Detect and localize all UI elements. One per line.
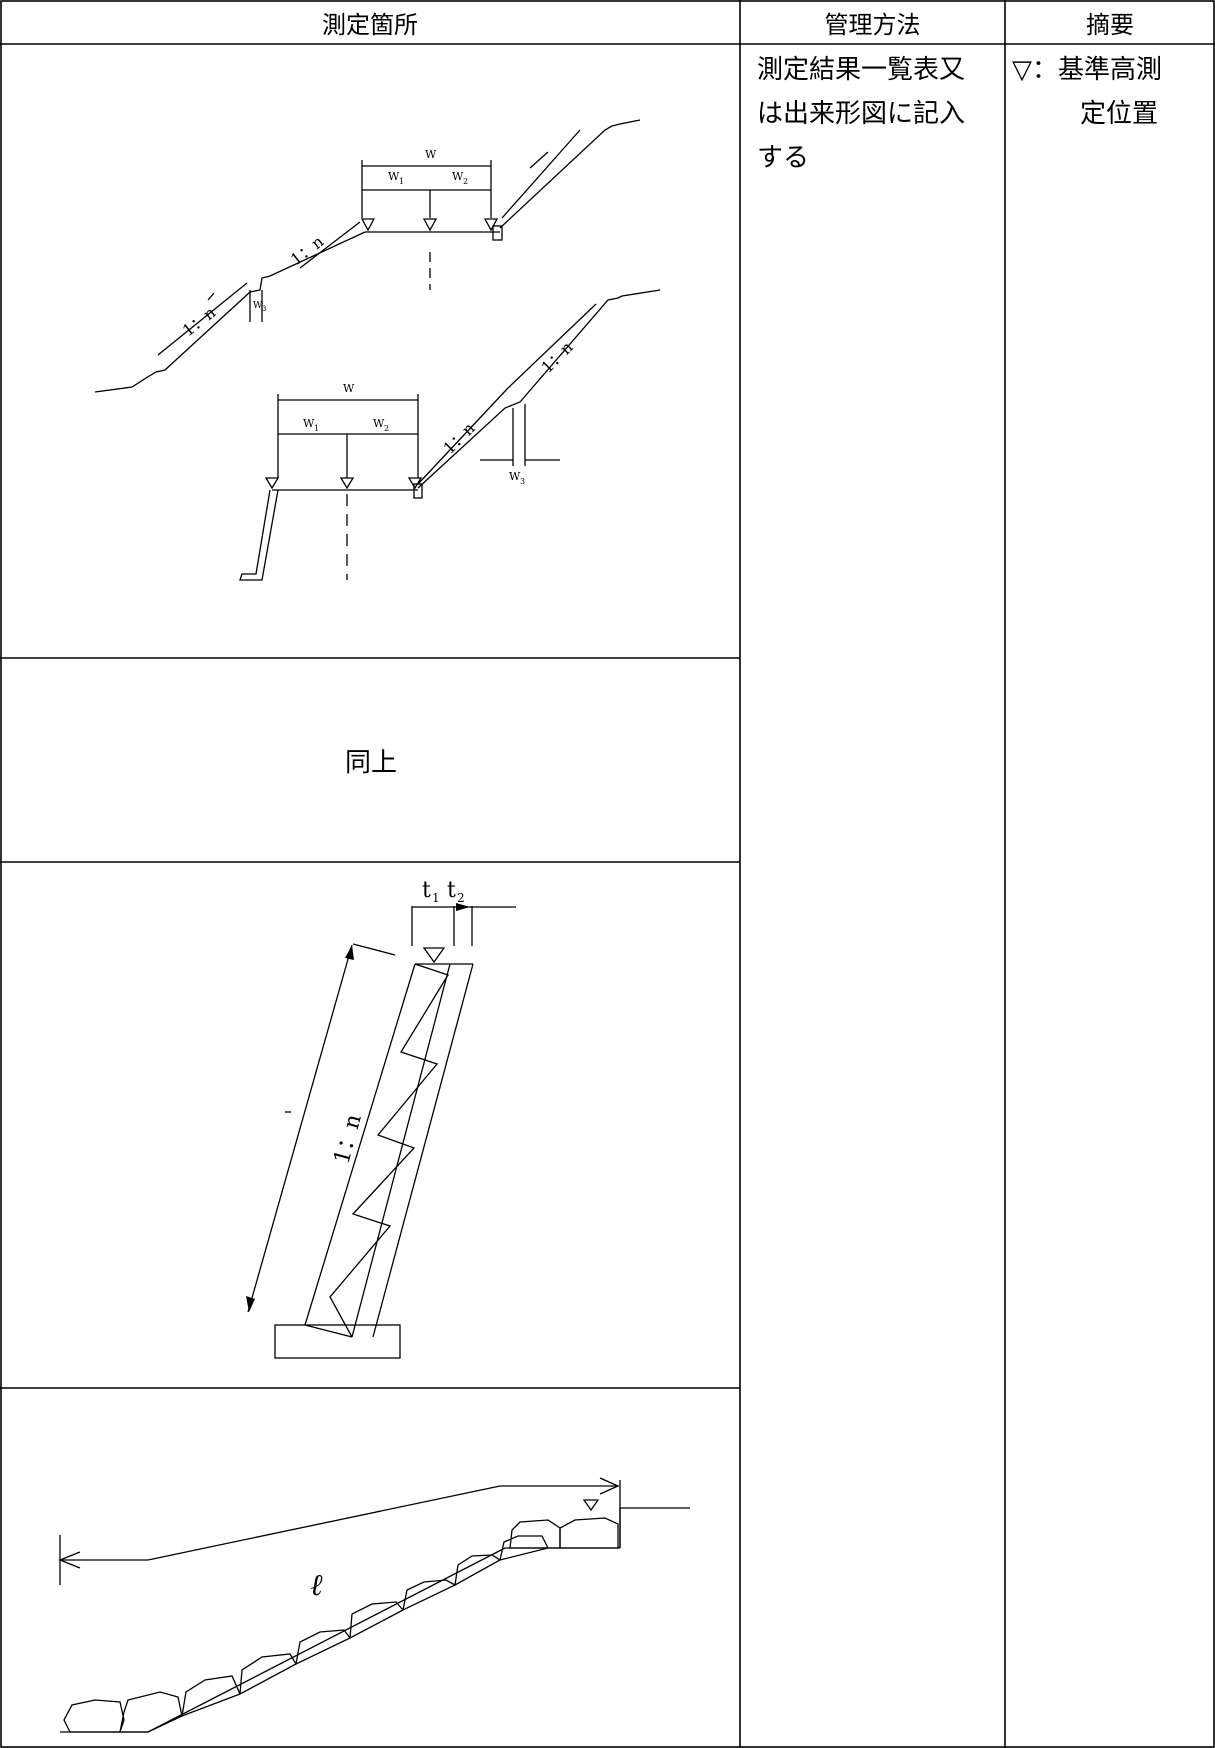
dim-w3: W: [253, 301, 263, 311]
dim-w1-sub: 1: [399, 177, 404, 186]
truss-zigzag: [329, 963, 449, 1338]
dim-w2: W: [452, 170, 464, 183]
retaining-wall: [239, 489, 279, 581]
footing: [274, 1324, 401, 1359]
level-mark-triangle: [360, 218, 376, 232]
dim-w3-sub: 3: [262, 305, 266, 313]
header-method: 管理方法: [824, 10, 921, 39]
header-location: 測定箇所: [322, 10, 418, 39]
dim-w2-sub: 2: [463, 177, 468, 186]
remarks-line: 定位置: [1080, 99, 1159, 129]
dim-w: W: [425, 148, 437, 161]
slope-label: 1：n: [287, 232, 327, 269]
dim-w1: W: [388, 170, 400, 183]
same-as-above-text: 同上: [345, 748, 398, 778]
dim-t2: t: [447, 878, 456, 903]
level-mark-triangle: [422, 947, 446, 964]
dim-w2: W: [373, 417, 385, 430]
dim-w2-sub: 2: [384, 424, 389, 433]
header-remarks: 摘要: [1086, 10, 1134, 39]
dim-w: W: [343, 382, 355, 395]
remarks-line: ▽：基準高測: [1012, 55, 1162, 85]
ground-line-right-2: [417, 289, 661, 489]
dim-t1: t: [422, 878, 431, 903]
riprap-stones: [63, 1517, 619, 1733]
dim-t1-sub: 1: [432, 891, 440, 905]
gutter: [492, 225, 503, 241]
slope-protection-figure: t 1 t 2 1：n: [246, 878, 516, 1359]
method-line: 測定結果一覧表又: [757, 55, 966, 85]
slope-label: 1：n: [179, 303, 219, 340]
level-mark-triangle: [264, 477, 280, 490]
method-line: は出来形図に記入: [757, 99, 966, 129]
level-mark-triangle: [407, 477, 423, 490]
riprap-figure: ℓ: [58, 1477, 690, 1733]
ground-line-left: [94, 231, 366, 393]
dim-w3-sub: 3: [520, 477, 525, 486]
method-line: する: [757, 143, 810, 173]
dim-w3: W: [509, 470, 521, 483]
dim-w1: W: [303, 417, 315, 430]
cross-section-figure: W W 1 W 2 W 3 1：n 1：n W W 1 W 2 W 3 1：n …: [94, 119, 661, 581]
level-mark-triangle: [582, 1499, 600, 1512]
level-mark-triangle: [483, 218, 499, 232]
level-mark-triangle: [339, 477, 355, 490]
ground-line-right: [499, 119, 641, 229]
remarks-note: ▽：基準高測 定位置: [1012, 48, 1162, 136]
dim-t2-sub: 2: [457, 891, 465, 905]
method-note: 測定結果一覧表又 は出来形図に記入 する: [757, 48, 965, 180]
level-mark-triangle: [422, 218, 438, 232]
dim-w1-sub: 1: [314, 424, 319, 433]
length-label: ℓ: [310, 1568, 323, 1603]
